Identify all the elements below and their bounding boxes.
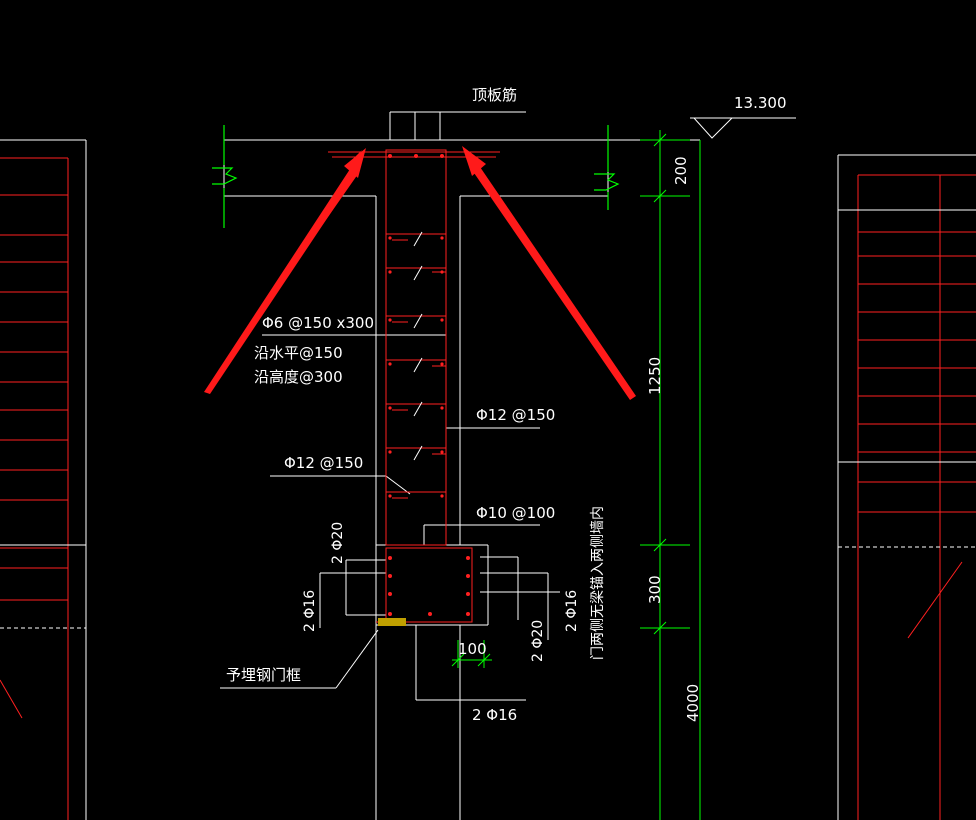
arrow-right-body xyxy=(472,164,636,400)
left-elevation-grid xyxy=(0,157,69,820)
elevation-marker xyxy=(690,117,796,139)
wall-rebar-dots xyxy=(388,154,470,616)
door-frame-block xyxy=(378,618,406,626)
beam-bottom-label: 2 Φ16 xyxy=(472,706,517,724)
tie-marks xyxy=(413,231,423,461)
stirrup-beam-label: Φ10 @100 xyxy=(476,504,555,522)
right-elevation-grid xyxy=(857,174,976,820)
beam-left-bottom-label: 2 Φ16 xyxy=(302,590,318,632)
along-height-label: 沿高度@300 xyxy=(254,368,343,386)
dim-4000-label: 4000 xyxy=(684,684,702,722)
rebar-left-label: Φ12 @150 xyxy=(284,454,363,472)
beam-right-bottom-label: 2 Φ20 xyxy=(530,620,546,662)
top-slab-rebar-label: 顶板筋 xyxy=(472,86,517,104)
right-elevation-outline xyxy=(837,154,976,820)
left-elevation-outline xyxy=(0,139,87,820)
arrow-left-body xyxy=(204,166,358,394)
wall-reinforcement xyxy=(328,149,500,623)
rebar-right-label: Φ12 @150 xyxy=(476,406,555,424)
dimension-chain xyxy=(451,130,701,820)
arrow-right-head xyxy=(462,146,486,176)
stirrup-wall-label: Φ6 @150 x300 xyxy=(262,314,374,332)
dim-1250-label: 1250 xyxy=(646,357,664,395)
arrow-left-head xyxy=(344,148,366,178)
along-horizontal-label: 沿水平@150 xyxy=(254,344,343,362)
dim-100-label: 100 xyxy=(458,640,487,658)
dim-300-label: 300 xyxy=(646,575,664,604)
beam-right-top-label: 2 Φ16 xyxy=(564,590,580,632)
elevation-label: 13.300 xyxy=(734,94,787,112)
door-note-label: 门两侧无梁锚入两侧墙内 xyxy=(590,506,606,660)
dim-200-label: 200 xyxy=(672,156,690,185)
beam-top-left-label: 2 Φ20 xyxy=(330,522,346,564)
door-frame-label: 予埋钢门框 xyxy=(226,666,301,684)
red-annotation-arrows xyxy=(204,146,636,400)
break-symbols xyxy=(212,125,620,228)
